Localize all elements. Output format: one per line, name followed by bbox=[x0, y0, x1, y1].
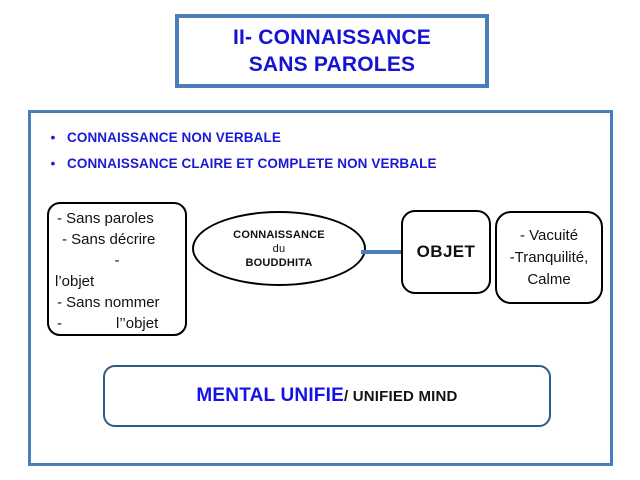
left-conditions-box: - Sans paroles - Sans décrire - l’objet … bbox=[47, 202, 187, 336]
ellipse-line-1: CONNAISSANCE bbox=[233, 228, 325, 241]
left-box-line-2: - Sans décrire bbox=[62, 231, 156, 248]
ellipse-line-2: du bbox=[272, 242, 286, 255]
right-box-line-1: - Vacuité bbox=[519, 226, 579, 244]
title-line-1: II- CONNAISSANCE bbox=[232, 26, 432, 49]
objet-label: OBJET bbox=[416, 242, 476, 261]
bullet-list: • CONNAISSANCE NON VERBALE • CONNAISSANC… bbox=[39, 127, 599, 179]
list-item: • CONNAISSANCE CLAIRE ET COMPLETE NON VE… bbox=[39, 153, 599, 174]
objet-box: OBJET bbox=[401, 210, 491, 294]
bullet-dot-icon: • bbox=[50, 129, 56, 145]
mental-unifie-french: MENTAL UNIFIE bbox=[196, 385, 344, 406]
list-item: • CONNAISSANCE NON VERBALE bbox=[39, 127, 599, 148]
mental-unifie-box: MENTAL UNIFIE/ UNIFIED MIND bbox=[103, 365, 551, 427]
left-box-line-3: - bbox=[114, 252, 120, 269]
bullet-label-1: CONNAISSANCE NON VERBALE bbox=[67, 130, 281, 145]
mental-unifie-english: / UNIFIED MIND bbox=[343, 387, 458, 405]
title-box: II- CONNAISSANCE SANS PAROLES bbox=[175, 14, 489, 88]
left-box-line-6: - l’’objet bbox=[49, 313, 185, 334]
title-line-2: SANS PAROLES bbox=[248, 53, 416, 76]
bullet-label-2: CONNAISSANCE CLAIRE ET COMPLETE NON VERB… bbox=[67, 156, 437, 171]
bullet-dot-icon: • bbox=[50, 155, 56, 171]
left-box-line-1: - Sans paroles bbox=[57, 210, 154, 227]
left-box-line-6-object: l’’objet bbox=[116, 315, 159, 332]
left-box-line-6-dash: - bbox=[57, 315, 62, 332]
connaissance-ellipse: CONNAISSANCE du BOUDDHITA bbox=[192, 211, 366, 286]
right-box-line-3: Calme bbox=[527, 270, 571, 288]
left-box-line-4: l’objet bbox=[55, 273, 95, 290]
ellipse-line-3: BOUDDHITA bbox=[245, 256, 313, 269]
qualities-box: - Vacuité -Tranquilité, Calme bbox=[495, 211, 603, 304]
main-content-frame: • CONNAISSANCE NON VERBALE • CONNAISSANC… bbox=[28, 110, 613, 466]
left-box-line-5: - Sans nommer bbox=[57, 294, 160, 311]
right-box-line-2: -Tranquilité, bbox=[509, 248, 589, 266]
